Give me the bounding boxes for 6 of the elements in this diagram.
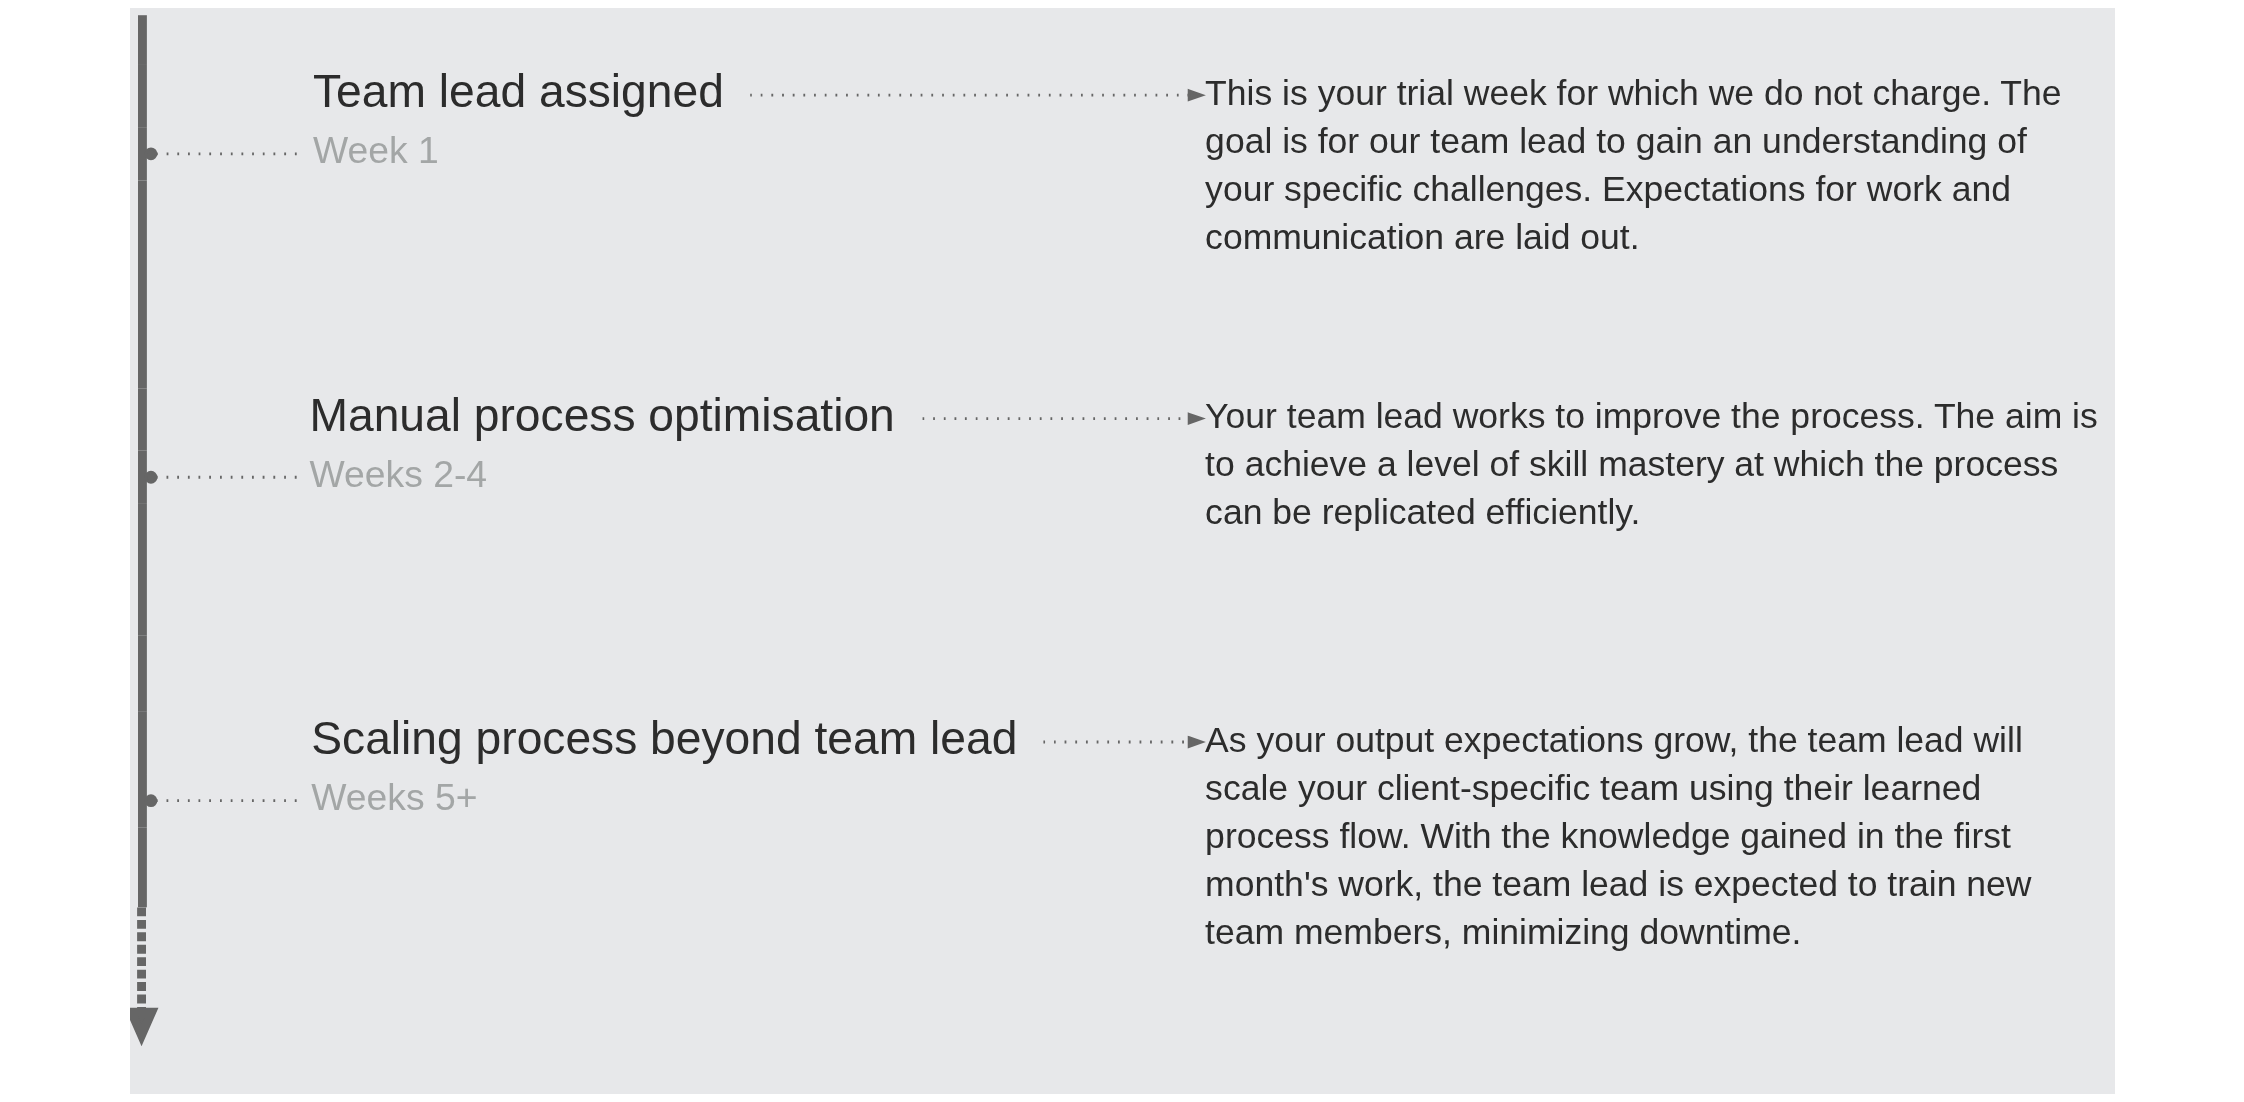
node-text: Manual process optimisation Weeks 2-4	[308, 388, 895, 495]
node-text: Team lead assigned Week 1	[312, 65, 724, 172]
node-text: Your team lead works to improve the process. The aim is to achieve a level of skill mastery at which the process can be replicated efficiently.	[1204, 396, 2098, 533]
node-text: As your output expectations grow, the team lead will scale your client-specific team using their learned process flow. With the knowledge gained in the first month's work, the team lead is expected to train new team members, minimizing downtime.	[1204, 719, 2032, 952]
node-text: Scaling process beyond team lead Weeks 5+	[310, 712, 1017, 819]
node-text: This is your trial week for which we do not charge. The goal is for our team lead to gain an understanding of your specific challenges. Expectations for work and communication are laid out.	[1204, 72, 2062, 257]
